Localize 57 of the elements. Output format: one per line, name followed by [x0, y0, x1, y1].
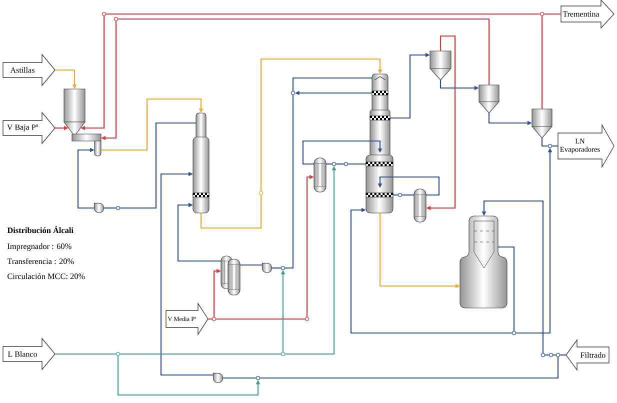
flow-arrow — [177, 202, 221, 262]
flow-line — [208, 318, 212, 320]
flow-line — [200, 194, 262, 229]
flow-line — [120, 353, 282, 355]
flow-line — [541, 16, 543, 109]
note-text: Impregnador : 60% — [8, 243, 72, 251]
flow-line — [260, 356, 559, 379]
flow-arrow — [160, 172, 214, 376]
flow-line — [222, 377, 256, 379]
stream-label: V Baja Pª — [2, 112, 56, 144]
flow-arrow — [101, 98, 204, 151]
flow-line — [104, 207, 116, 209]
cyclone-separator — [430, 50, 452, 80]
flow-line — [348, 163, 366, 165]
flow-line — [106, 13, 540, 15]
flow-arrow — [77, 148, 94, 209]
flow-line — [272, 267, 282, 269]
heat-exchanger — [414, 188, 426, 222]
flow-line — [55, 353, 116, 355]
cyclone-separator — [532, 108, 552, 138]
flow-line — [216, 318, 306, 320]
flow-line — [498, 246, 515, 332]
note-text: Circulación MCC: 20% — [8, 273, 85, 280]
column-vessel — [192, 112, 210, 214]
stream-label: Trementina — [560, 0, 614, 29]
note-text: Transferencia : 20% — [7, 258, 74, 264]
heat-exchanger — [314, 158, 326, 192]
flow-line — [541, 138, 548, 147]
stream-label: Filtrado — [566, 338, 610, 372]
flow-line — [552, 145, 558, 147]
flow-line — [284, 94, 294, 269]
pump-symbol — [94, 202, 104, 214]
column-vessel — [366, 74, 394, 214]
heat-exchanger — [220, 256, 240, 296]
flow-line — [292, 77, 372, 92]
flow-line — [336, 163, 344, 165]
flow-line — [326, 163, 332, 165]
flow-line — [402, 194, 414, 196]
flow-line — [560, 354, 566, 356]
tank-vessel — [460, 216, 508, 308]
pump-symbol — [262, 262, 272, 274]
cyclone-separator — [478, 84, 500, 114]
hopper — [64, 88, 102, 156]
stream-label: Astillas — [2, 54, 56, 86]
note-heading: Distribución Álcali — [7, 226, 74, 234]
flow-line — [544, 13, 561, 15]
flow-line — [544, 354, 550, 356]
flow-line — [118, 18, 490, 85]
flow-arrow — [350, 208, 512, 334]
flow-line — [552, 354, 556, 356]
pump-symbol — [212, 372, 224, 384]
stream-label: L Blanco — [2, 338, 56, 370]
flow-arrow — [302, 140, 382, 165]
flow-line — [240, 264, 262, 266]
flow-arrow — [260, 58, 382, 192]
flow-line — [120, 122, 196, 209]
flow-line — [393, 194, 398, 196]
